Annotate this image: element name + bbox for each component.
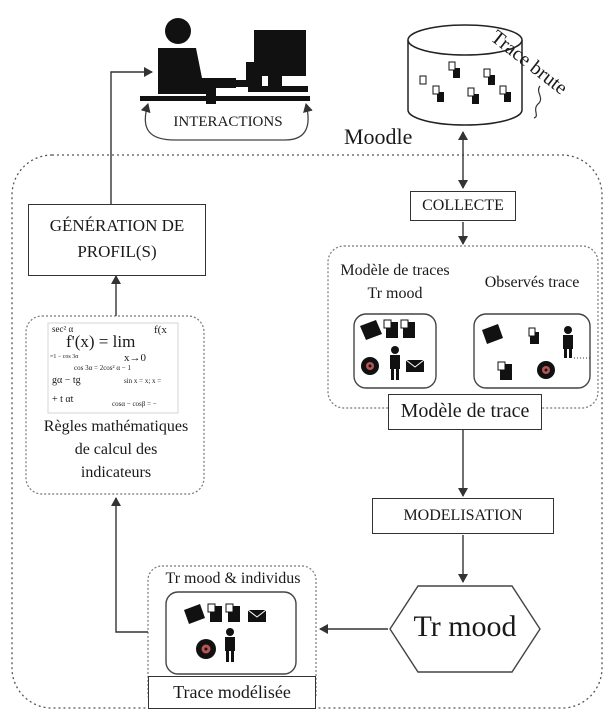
modelisation-label: MODELISATION bbox=[403, 507, 523, 524]
formula-small1: =1 − cos 3α bbox=[50, 354, 79, 360]
formula-bottom2: cosα − cosβ = − bbox=[112, 400, 157, 408]
individus-regles-arrow bbox=[111, 497, 148, 633]
modele-de-trace-box: Modèle de trace bbox=[388, 394, 542, 430]
observes-icons bbox=[482, 324, 590, 380]
modele-traces-label-line2: Tr mood bbox=[367, 285, 423, 302]
interactions-cycle-arrow bbox=[140, 103, 313, 141]
interactions-label: INTERACTIONS bbox=[173, 114, 283, 130]
generation-label-line1: GÉNÉRATION DE bbox=[49, 216, 185, 235]
formula-small2: cos 3α = 2cos² α − 1 bbox=[74, 364, 131, 372]
tr-mood-individus-label: Tr mood & individus bbox=[165, 570, 301, 587]
tr-mood-hexagon-label: Tr mood bbox=[413, 610, 517, 643]
observes-trace-label: Observés trace bbox=[484, 274, 580, 291]
trace-brute-pointer bbox=[533, 85, 542, 119]
collecte-box: COLLECTE bbox=[410, 191, 516, 221]
collecte-label: COLLECTE bbox=[422, 197, 504, 214]
generation-label-line2: PROFIL(S) bbox=[77, 242, 157, 261]
formula-fx: f(x bbox=[154, 324, 167, 336]
regles-label-line1: Règles mathématiques bbox=[43, 418, 189, 435]
modele-de-trace-label: Modèle de trace bbox=[400, 400, 530, 422]
moodle-label: Moodle bbox=[344, 124, 413, 149]
formula-mid1: gα − tg bbox=[52, 375, 81, 386]
system-boundary bbox=[11, 154, 603, 709]
formula-main: f'(x) = lim bbox=[66, 332, 136, 351]
formula-sec: sec² α bbox=[52, 324, 74, 334]
tr-mood-icons bbox=[360, 319, 425, 380]
regles-label-line2: de calcul des bbox=[74, 441, 158, 458]
observes-icon-box bbox=[473, 313, 591, 389]
moodle-database-icon bbox=[407, 24, 523, 126]
modelisation-box: MODELISATION bbox=[372, 498, 554, 534]
formula-mid2: sin x = x; x = bbox=[124, 377, 162, 385]
trace-modelisee-region bbox=[147, 565, 317, 709]
modele-traces-label-line1: Modèle de traces bbox=[340, 262, 450, 279]
user-computer-icon bbox=[140, 18, 310, 104]
formula-limit-sub: x→0 bbox=[124, 352, 146, 364]
trace-modelisee-label: Trace modélisée bbox=[173, 682, 291, 702]
individus-icons bbox=[184, 603, 267, 662]
generation-interactions-arrow bbox=[110, 67, 153, 204]
formula-image bbox=[47, 322, 179, 414]
generation-box: GÉNÉRATION DE PROFIL(S) bbox=[28, 204, 206, 276]
trace-modelisee-box: Trace modélisée bbox=[148, 676, 316, 709]
formula-bottom1: + t αt bbox=[52, 394, 74, 405]
regles-label-line3: indicateurs bbox=[80, 464, 152, 481]
tr-mood-hexagon bbox=[389, 585, 541, 673]
